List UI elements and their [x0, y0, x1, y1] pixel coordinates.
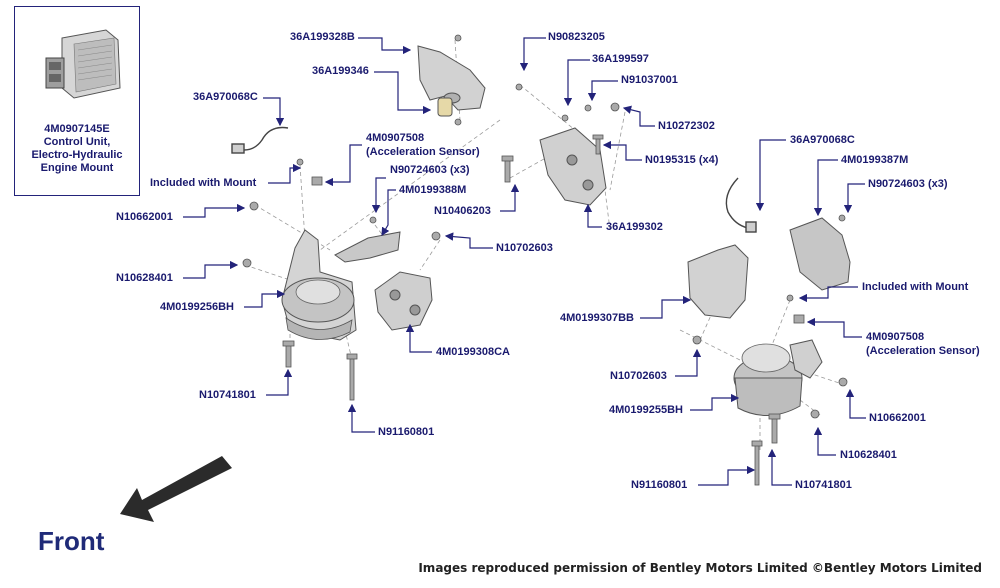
bracket-36A199302 [539, 127, 607, 206]
label-N91160801-left: N91160801 [378, 426, 435, 438]
label-36A199328B: 36A199328B [290, 31, 355, 43]
engine-mount-right [733, 339, 823, 417]
bracket-4M0199308CA [374, 271, 433, 331]
label-N10741801-right: N10741801 [795, 479, 852, 491]
label-36A199346: 36A199346 [312, 65, 369, 77]
label-N10662001-left: N10662001 [116, 211, 173, 223]
fasteners [242, 34, 848, 486]
label-4M0907508-right: 4M0907508 [866, 331, 925, 343]
bracket-4M0199388M [334, 231, 401, 263]
label-N90724603-left: N90724603 (x3) [390, 164, 470, 176]
label-acceleration-sensor-left: (Acceleration Sensor) [366, 146, 480, 158]
label-4M0199256BH: 4M0199256BH [160, 301, 234, 313]
inset-part-number: 4M0907145E [44, 123, 110, 135]
label-4M0199388M: 4M0199388M [399, 184, 467, 196]
label-N0195315: N0195315 (x4) [645, 154, 719, 166]
label-included-with-mount-right: Included with Mount [862, 281, 969, 293]
label-36A199597: 36A199597 [592, 53, 649, 65]
label-4M0907508-left: 4M0907508 [366, 132, 425, 144]
engine-mount-left [281, 229, 357, 341]
label-N10702603-right: N10702603 [610, 370, 667, 382]
leader-lines [183, 37, 866, 486]
bracket-4M0199307BB [687, 244, 749, 319]
inset-line-1: Control Unit, [43, 136, 111, 148]
label-N10628401-right: N10628401 [840, 449, 897, 461]
label-36A970068C-right: 36A970068C [790, 134, 855, 146]
label-N91160801-right: N91160801 [631, 479, 688, 491]
label-N91037001: N91037001 [621, 74, 678, 86]
label-4M0199308CA: 4M0199308CA [436, 346, 510, 358]
label-acceleration-sensor-right: (Acceleration Sensor) [866, 345, 980, 357]
control-unit-inset: 4M0907145E Control Unit, Electro-Hydraul… [14, 6, 140, 196]
inset-caption: 4M0907145E Control Unit, Electro-Hydraul… [15, 123, 139, 175]
sensor-36A970068C-left [231, 126, 289, 154]
label-included-with-mount-left: Included with Mount [150, 177, 257, 189]
label-4M0199387M: 4M0199387M [841, 154, 909, 166]
inset-line-3: Engine Mount [40, 162, 114, 174]
label-N10741801-left: N10741801 [199, 389, 256, 401]
sensor-36A970068C-right [725, 177, 757, 233]
label-36A199302: 36A199302 [606, 221, 663, 233]
front-label: Front [38, 526, 105, 556]
label-N10272302: N10272302 [658, 120, 715, 132]
label-36A970068C-left: 36A970068C [193, 91, 258, 103]
copyright-credit: Images reproduced permission of Bentley … [418, 561, 982, 575]
label-N10628401-left: N10628401 [116, 272, 173, 284]
bushing-36A199346 [437, 97, 453, 117]
heat-shield-4M0199387M [789, 217, 851, 291]
label-N90724603-right: N90724603 (x3) [868, 178, 948, 190]
label-N10662001-right: N10662001 [869, 412, 926, 424]
label-4M0199307BB: 4M0199307BB [560, 312, 634, 324]
bracket-36A199328B [417, 45, 486, 111]
label-N10406203: N10406203 [434, 205, 491, 217]
front-arrow-icon [120, 456, 232, 522]
label-4M0199255BH: 4M0199255BH [609, 404, 683, 416]
label-N90823205: N90823205 [548, 31, 605, 43]
label-N10702603-left: N10702603 [496, 242, 553, 254]
inset-line-2: Electro-Hydraulic [31, 149, 123, 161]
control-unit-image [45, 29, 121, 99]
